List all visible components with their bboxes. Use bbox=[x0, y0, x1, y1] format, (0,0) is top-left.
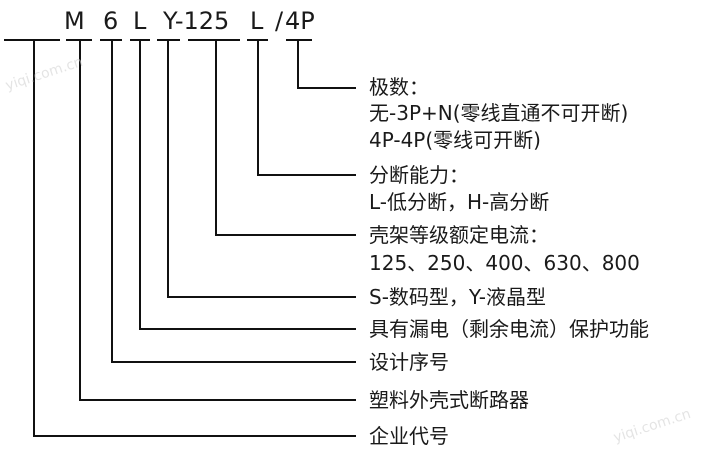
leader-breaking bbox=[257, 40, 356, 176]
code-segment-leakage: L bbox=[133, 7, 147, 35]
label-frame-title: 壳架等级额定电流： bbox=[369, 223, 549, 247]
label-breaking-title: 分断能力： bbox=[369, 163, 469, 187]
label-leakage: 具有漏电（剩余电流）保护功能 bbox=[369, 317, 649, 341]
code-segment-slash: / bbox=[275, 7, 284, 35]
label-poles-option-2: 4P-4P(零线可开断) bbox=[369, 128, 541, 152]
leader-series bbox=[79, 40, 356, 401]
code-segment-frame: Y-125 bbox=[163, 7, 230, 35]
leader-display bbox=[167, 40, 356, 298]
label-product-type: 塑料外壳式断路器 bbox=[369, 388, 529, 412]
label-breaking-options: L-低分断，H-高分断 bbox=[369, 190, 550, 214]
label-frame-values: 125、250、400、630、800 bbox=[369, 251, 640, 275]
leader-frame bbox=[215, 40, 356, 236]
code-segment-design: 6 bbox=[103, 7, 119, 35]
label-design-number: 设计序号 bbox=[369, 350, 449, 374]
leader-leakage bbox=[139, 40, 356, 330]
label-company-code: 企业代号 bbox=[369, 424, 449, 448]
label-display-type: S-数码型，Y-液晶型 bbox=[369, 285, 546, 309]
label-poles-title: 极数： bbox=[369, 75, 429, 99]
code-segment-breaking: L bbox=[250, 7, 264, 35]
leader-poles bbox=[297, 40, 356, 89]
leader-company bbox=[33, 40, 356, 437]
code-segment-series: M bbox=[64, 7, 85, 35]
code-segment-poles: 4P bbox=[285, 7, 315, 35]
label-poles-option-1: 无-3P+N(零线直通不可开断) bbox=[369, 101, 629, 125]
leader-design bbox=[111, 40, 356, 363]
